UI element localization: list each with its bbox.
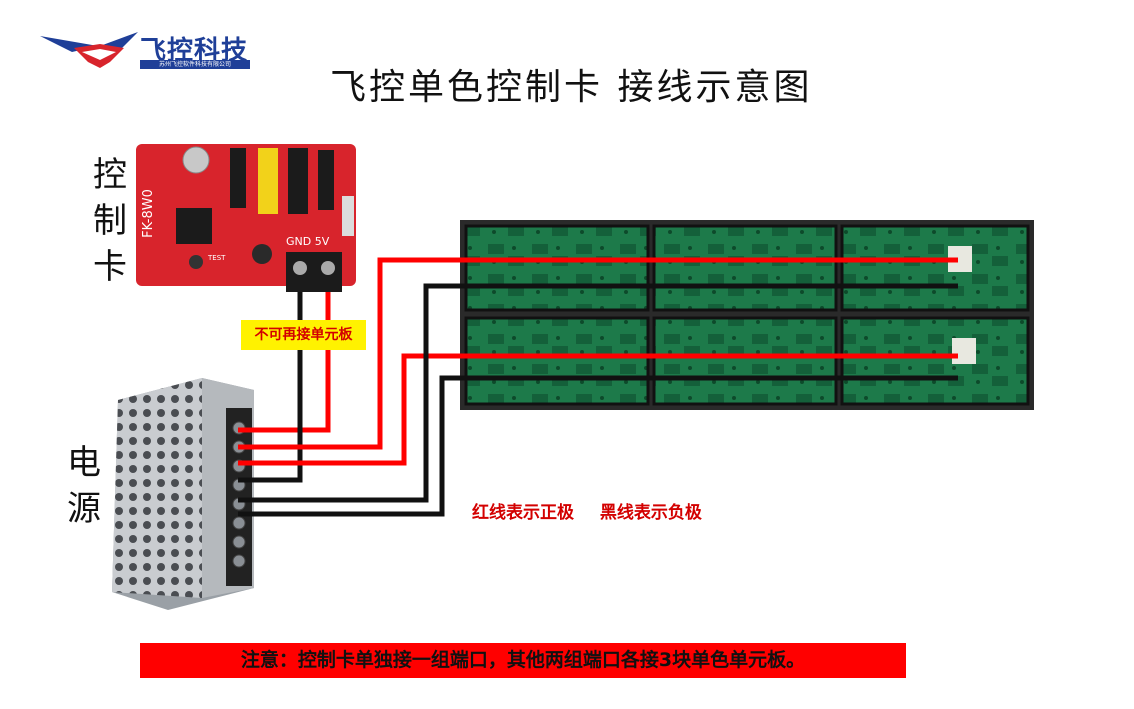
- card-negative-wire: [238, 286, 303, 483]
- led-module-grid: [460, 220, 1034, 410]
- row2-negative-wire: [238, 375, 958, 517]
- logo-subtitle: 苏州飞控软件科技有限公司: [140, 60, 250, 69]
- led-module: [464, 316, 650, 406]
- controller-label-char: 控: [93, 155, 127, 195]
- power-label: 电 源: [64, 440, 104, 532]
- logo-bird-icon: [40, 32, 138, 68]
- led-module: [652, 316, 838, 406]
- controller-label-char: 卡: [93, 247, 127, 287]
- row2-positive-wire: [238, 353, 958, 466]
- controller-label: 控 制 卡: [90, 152, 130, 290]
- card-test-label: TEST: [208, 254, 226, 262]
- led-module: [840, 224, 1030, 312]
- controller-label-char: 制: [93, 201, 127, 241]
- wires: [238, 257, 958, 517]
- legend-red-wire: 红线表示正极: [472, 503, 574, 523]
- row1-positive-wire: [238, 257, 958, 450]
- led-module: [840, 316, 1030, 406]
- power-terminal-block: [226, 408, 252, 586]
- controller-card-details: [136, 144, 356, 292]
- wire-legend: 红线表示正极 黑线表示负极: [472, 498, 702, 523]
- card-model-label: FK-8W0: [140, 189, 156, 238]
- led-module: [464, 224, 650, 312]
- warning-label: 不可再接单元板: [241, 320, 366, 350]
- module-connector: [952, 338, 976, 364]
- legend-black-wire: 黑线表示负极: [599, 503, 702, 523]
- power-label-char: 电: [67, 443, 101, 483]
- power-label-char: 源: [67, 489, 101, 529]
- note-banner: 注意：控制卡单独接一组端口，其他两组端口各接3块单色单元板。: [140, 643, 906, 678]
- card-terminal-label: GND 5V: [286, 235, 330, 248]
- row1-negative-wire: [238, 283, 958, 503]
- diagram-title: 飞控单色控制卡 接线示意图: [330, 67, 813, 108]
- power-supply: [112, 378, 254, 610]
- led-module: [652, 224, 838, 312]
